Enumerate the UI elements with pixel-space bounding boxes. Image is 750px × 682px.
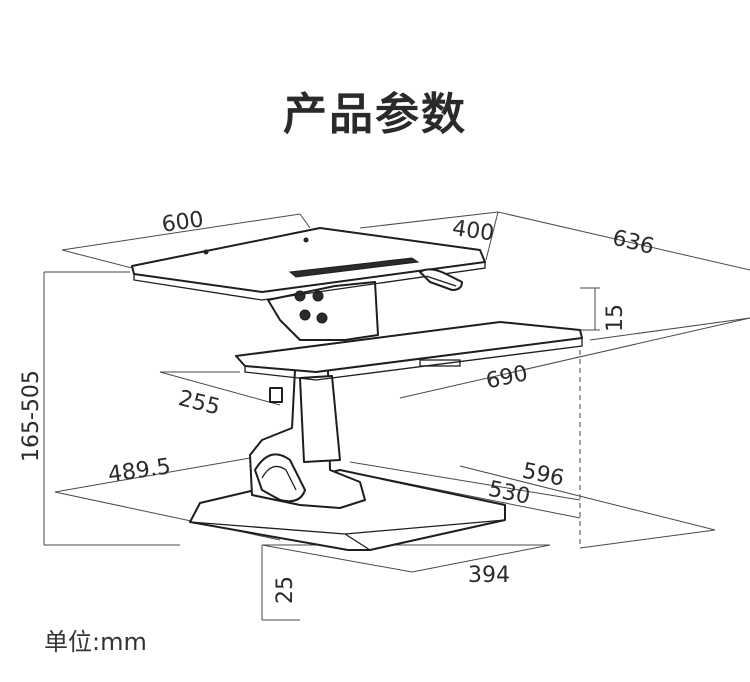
label-top-width: 600 <box>160 207 205 238</box>
label-base-height: 25 <box>273 576 298 604</box>
label-base-width-front: 394 <box>468 563 510 588</box>
support-column <box>249 369 366 509</box>
label-height-range: 165-505 <box>19 370 44 462</box>
label-top-depth: 400 <box>451 216 496 247</box>
dimension-lines <box>43 211 750 621</box>
label-tray-depth: 255 <box>176 386 223 420</box>
adjust-handle <box>419 268 463 291</box>
label-tray-thickness: 15 <box>603 304 628 332</box>
desktop-surface <box>131 227 486 301</box>
keyboard-tray <box>235 321 583 381</box>
lift-bracket <box>267 281 379 341</box>
unit-label: 单位:mm <box>44 628 147 656</box>
label-tray-width: 690 <box>484 361 530 394</box>
label-overall-depth: 636 <box>610 226 657 260</box>
label-base-width: 489.5 <box>106 454 172 488</box>
page-title: 产品参数 <box>283 89 467 140</box>
